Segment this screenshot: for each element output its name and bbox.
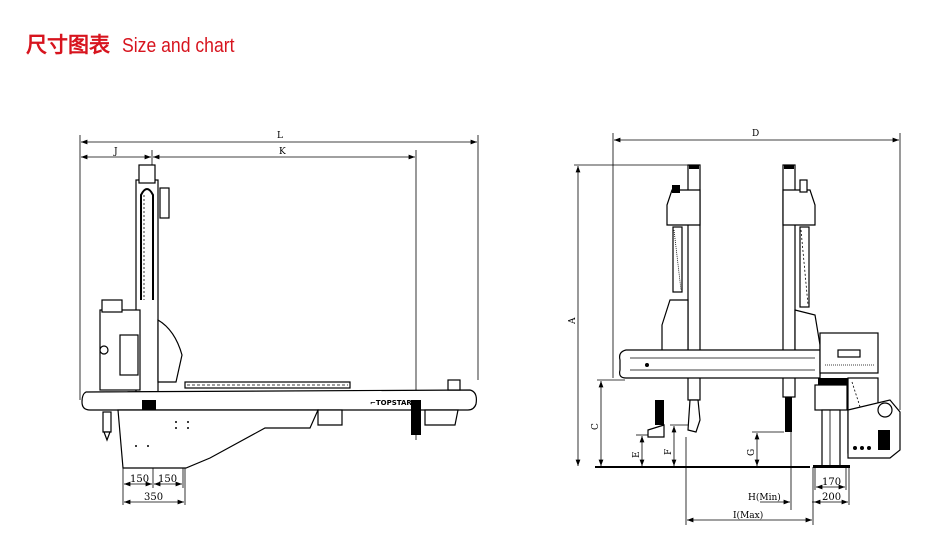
section-title: 尺寸图表 Size and chart (26, 29, 250, 59)
label-K: K (279, 147, 286, 157)
label-J: J (113, 147, 118, 157)
label-F: F (664, 449, 674, 455)
label-C: C (591, 423, 601, 430)
label-150-right: 150 (158, 474, 177, 485)
horizontal-beam (619, 349, 821, 379)
label-200: 200 (822, 492, 841, 503)
label-L: L (277, 131, 283, 141)
support-post (821, 409, 841, 468)
title-english: Size and chart (122, 35, 235, 57)
label-150-left: 150 (130, 474, 149, 485)
label-H: H(Min) (748, 492, 781, 503)
front-view: D A C E F G (568, 129, 901, 525)
label-E: E (632, 451, 642, 458)
brand-logo: ⌐TOPSTAR (370, 399, 412, 407)
label-A: A (568, 317, 578, 325)
base-support (117, 409, 319, 469)
title-chinese: 尺寸图表 (26, 33, 110, 57)
label-D: D (752, 129, 759, 139)
label-350: 350 (144, 492, 163, 503)
horizontal-beam (81, 389, 477, 411)
label-170: 170 (822, 477, 841, 488)
side-view: L J K ⌐TOPSTAR (79, 131, 479, 505)
label-G: G (747, 449, 757, 456)
label-I: I(Max) (733, 510, 763, 521)
